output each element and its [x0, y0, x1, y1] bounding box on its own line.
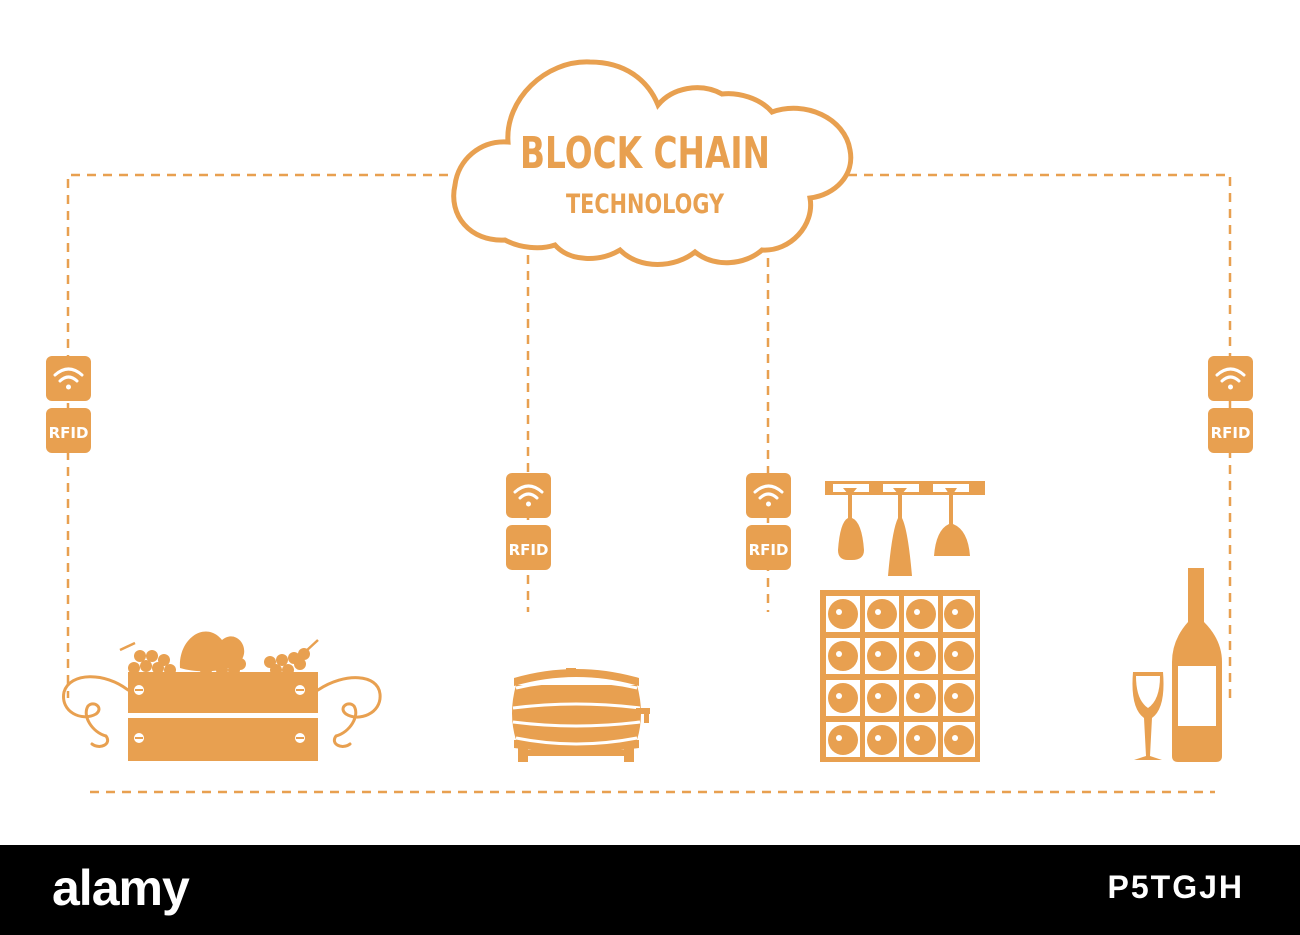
cloud: BLOCK CHAIN TECHNOLOGY — [451, 59, 854, 267]
grapes — [119, 631, 319, 676]
wine-barrel-icon — [512, 668, 650, 762]
cloud-title: BLOCK CHAIN — [520, 128, 770, 179]
rfid-tag-rack: RFID — [746, 473, 791, 570]
hanging-glasses-icon — [825, 481, 985, 576]
wifi-icon — [753, 484, 784, 507]
wifi-icon — [513, 484, 544, 507]
wine-bottle-glass-icon — [1132, 568, 1222, 762]
tap-icon — [636, 708, 650, 723]
bottle-ends — [828, 599, 974, 755]
rfid-label: RFID — [509, 541, 549, 559]
rfid-label: RFID — [49, 424, 89, 442]
blockchain-diagram: BLOCK CHAIN TECHNOLOGY RFID RFID RFID — [46, 59, 1253, 794]
rfid-tag-right: RFID — [1208, 356, 1253, 453]
cloud-subtitle: TECHNOLOGY — [566, 189, 724, 220]
rfid-label: RFID — [1211, 424, 1251, 442]
line-left — [66, 173, 448, 698]
rfid-tag-barrel: RFID — [506, 473, 551, 570]
grape-crate-icon — [62, 631, 382, 761]
vine-tendrils — [62, 675, 382, 748]
rfid-label: RFID — [749, 541, 789, 559]
cloud-outline-icon — [451, 59, 854, 267]
footer-bar: alamy P5TGJH — [0, 845, 1300, 935]
wine-rack-icon — [820, 590, 980, 762]
wifi-icon — [53, 367, 84, 390]
wifi-icon — [1215, 367, 1246, 390]
brand-logo: alamy — [52, 860, 190, 916]
rfid-tag-left: RFID — [46, 356, 91, 453]
image-code: P5TGJH — [1107, 869, 1244, 905]
